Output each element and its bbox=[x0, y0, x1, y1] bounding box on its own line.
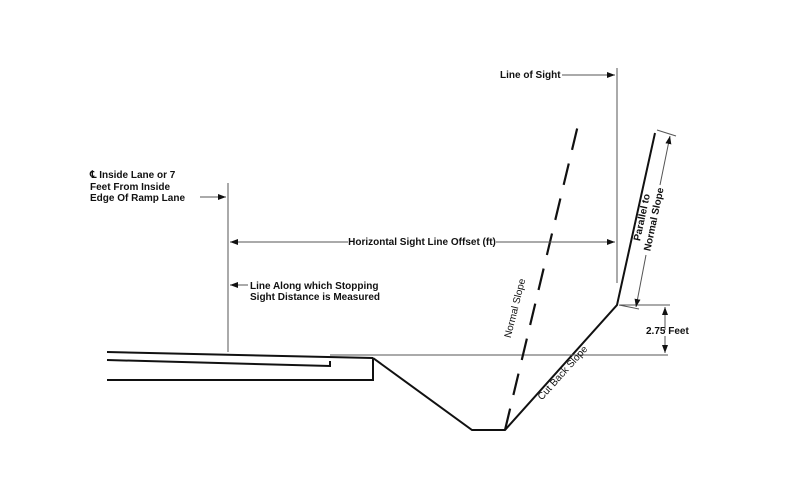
parallel-arrow-top bbox=[659, 135, 672, 186]
parallel-arrow-bottom bbox=[634, 254, 647, 308]
ditch-and-cut-back-slope bbox=[372, 132, 656, 431]
centerline-label-3: Edge Of Ramp Lane bbox=[90, 193, 185, 204]
normal-slope-dashed-line bbox=[503, 124, 580, 431]
pavement-layer bbox=[106, 359, 331, 368]
normal-slope-label: Normal Slope bbox=[503, 277, 528, 339]
centerline-label-2: Feet From Inside bbox=[90, 182, 170, 193]
roadway bbox=[106, 132, 656, 431]
pavement-base bbox=[107, 358, 374, 381]
height-label: 2.75 Feet bbox=[646, 326, 689, 337]
cut-back-slope-label: Cut Back Slope bbox=[536, 344, 591, 403]
parallel-tick-top bbox=[656, 129, 677, 137]
horizontal-offset-label: Horizontal Sight Line Offset (ft) bbox=[348, 237, 496, 248]
centerline-label-1: ℄ Inside Lane or 7 bbox=[89, 170, 176, 181]
ssd-label-2: Sight Distance is Measured bbox=[250, 292, 380, 303]
ssd-label-1: Line Along which Stopping bbox=[250, 281, 379, 292]
pavement-surface bbox=[106, 351, 374, 359]
line-of-sight-label: Line of Sight bbox=[500, 70, 561, 81]
parallel-tick-bottom bbox=[618, 304, 640, 310]
